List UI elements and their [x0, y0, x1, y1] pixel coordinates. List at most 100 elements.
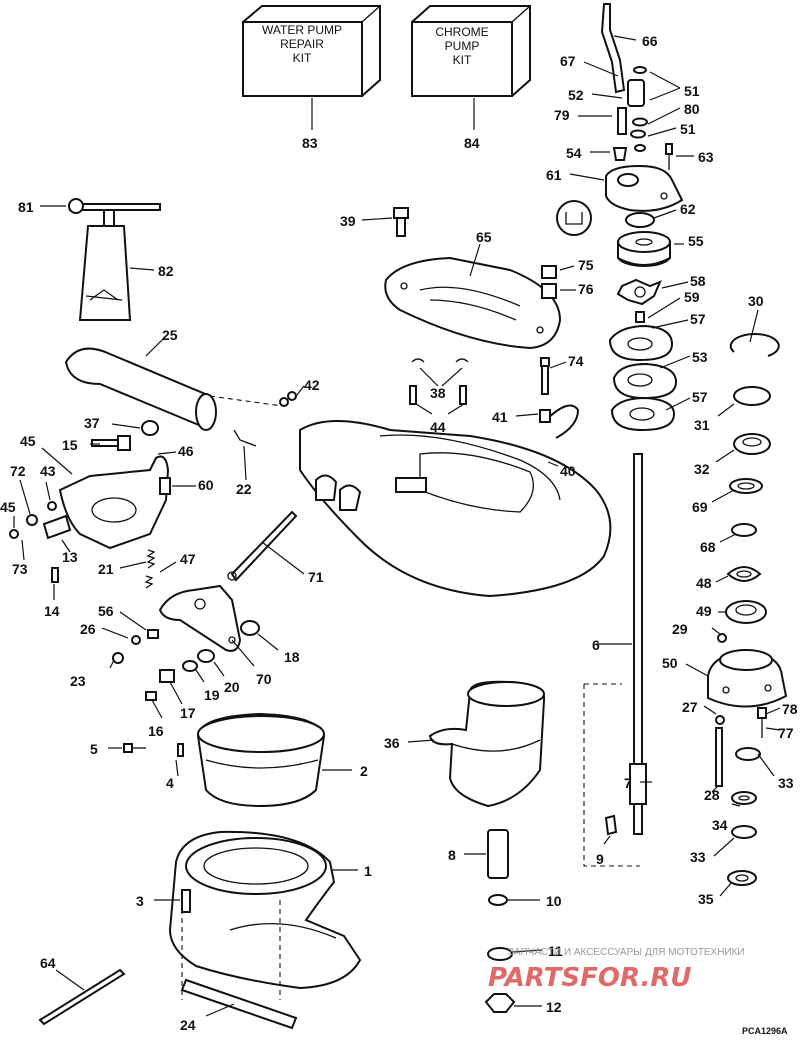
- washer-48: [726, 566, 762, 582]
- callout-49: 49: [696, 603, 712, 619]
- callout-65: 65: [476, 229, 492, 245]
- seal-69: [729, 478, 763, 494]
- callout-7: 7: [624, 775, 632, 791]
- nozzle-2: [196, 712, 326, 808]
- callout-42: 42: [304, 377, 320, 393]
- clips-38: [411, 358, 469, 363]
- callout-80: 80: [684, 101, 700, 117]
- gasket-57-upper: [608, 324, 674, 362]
- small-hardware-56-26-23: [112, 629, 159, 664]
- bolt-74: [540, 357, 550, 395]
- seal-35: [727, 870, 757, 886]
- callout-20: 20: [224, 679, 240, 695]
- spring-21: [146, 549, 156, 569]
- callout-28: 28: [704, 787, 720, 803]
- callout-3: 3: [136, 893, 144, 909]
- callout-27: 27: [682, 699, 698, 715]
- callout-labels: 83 84 66 67 51 52 80 79 51 54 63 61 62 8…: [0, 33, 798, 1033]
- callout-52: 52: [568, 87, 584, 103]
- pin-4: [177, 743, 184, 757]
- callout-73: 73: [12, 561, 28, 577]
- kit-83-line-3: KIT: [293, 51, 312, 65]
- callout-50: 50: [662, 655, 678, 671]
- callout-33-upper: 33: [778, 775, 794, 791]
- callout-67: 67: [560, 53, 576, 69]
- driveshaft-assembly-bracket: [583, 683, 640, 867]
- callout-6: 6: [592, 637, 600, 653]
- callout-21: 21: [98, 561, 114, 577]
- callout-8: 8: [448, 847, 456, 863]
- callout-51-mid: 51: [680, 121, 696, 137]
- callout-71: 71: [308, 569, 324, 585]
- spring-47: [144, 575, 154, 589]
- callout-51-top: 51: [684, 83, 700, 99]
- callout-25: 25: [162, 327, 178, 343]
- callout-9: 9: [596, 851, 604, 867]
- impeller-housing-55: [617, 231, 671, 267]
- callout-60: 60: [198, 477, 214, 493]
- screw-3: [181, 889, 191, 913]
- knob-13: [42, 514, 72, 540]
- strap-24: [180, 978, 298, 1030]
- bolt-39: [393, 207, 409, 237]
- callout-41: 41: [492, 409, 508, 425]
- grease-gun-82: [68, 198, 161, 321]
- callout-43: 43: [40, 463, 56, 479]
- callout-22: 22: [236, 481, 252, 497]
- callout-32: 32: [694, 461, 710, 477]
- pump-intake-housing: [299, 420, 612, 598]
- intake-plate-65: [384, 256, 562, 350]
- o-ring-33-lower: [731, 825, 757, 839]
- pin-60: [159, 477, 171, 495]
- callout-74: 74: [568, 353, 584, 369]
- callout-40: 40: [560, 463, 576, 479]
- tube-25: [64, 347, 217, 431]
- seal-62: [556, 200, 655, 236]
- callout-30: 30: [748, 293, 764, 309]
- washer-27: [715, 715, 725, 725]
- callout-5: 5: [90, 741, 98, 757]
- callout-14: 14: [44, 603, 60, 619]
- callout-59: 59: [684, 289, 700, 305]
- callout-18: 18: [284, 649, 300, 665]
- screw-14: [51, 567, 59, 583]
- kit-83-line-2: REPAIR: [280, 37, 324, 51]
- callout-44: 44: [430, 419, 446, 435]
- callout-37: 37: [84, 415, 100, 431]
- pin-79: [617, 107, 627, 135]
- seal-32: [733, 433, 771, 455]
- callout-29: 29: [672, 621, 688, 637]
- callout-63: 63: [698, 149, 714, 165]
- watermark: ЗАПЧАСТИ И АКСЕССУАРЫ ДЛЯ МОТОТЕХНИКИ PA…: [488, 947, 745, 993]
- callout-47: 47: [180, 551, 196, 567]
- callout-13: 13: [62, 549, 78, 565]
- hose-41: [539, 404, 580, 439]
- callout-53: 53: [692, 349, 708, 365]
- callout-39: 39: [340, 213, 356, 229]
- kit-84-line-1: CHROME: [435, 25, 488, 39]
- watermark-brand: PARTSFOR.RU: [488, 963, 691, 993]
- driveshaft-6: [629, 453, 647, 835]
- sleeve-8: [487, 829, 509, 879]
- callout-68: 68: [700, 539, 716, 555]
- water-pump-repair-kit-box: WATER PUMP REPAIR KIT: [242, 5, 381, 97]
- snap-ring-30: [729, 333, 780, 357]
- callout-33-lower: 33: [690, 849, 706, 865]
- gasket-57-lower: [610, 396, 676, 432]
- tube-guide-line: [209, 395, 283, 407]
- tab-washer-11: [487, 947, 513, 961]
- washer-20: [197, 649, 215, 663]
- bushing-75-76: [541, 265, 557, 299]
- washer-19: [182, 660, 198, 672]
- callout-83: 83: [302, 135, 318, 151]
- washer-10: [488, 894, 508, 906]
- callout-48: 48: [696, 575, 712, 591]
- cable-71: [227, 510, 298, 582]
- pump-housing-61: [605, 164, 684, 212]
- callout-16: 16: [148, 723, 164, 739]
- nut-43: [26, 514, 38, 526]
- cap-37: [141, 420, 159, 436]
- callout-72: 72: [10, 463, 26, 479]
- washer-29: [717, 633, 727, 643]
- callout-45-top: 45: [20, 433, 36, 449]
